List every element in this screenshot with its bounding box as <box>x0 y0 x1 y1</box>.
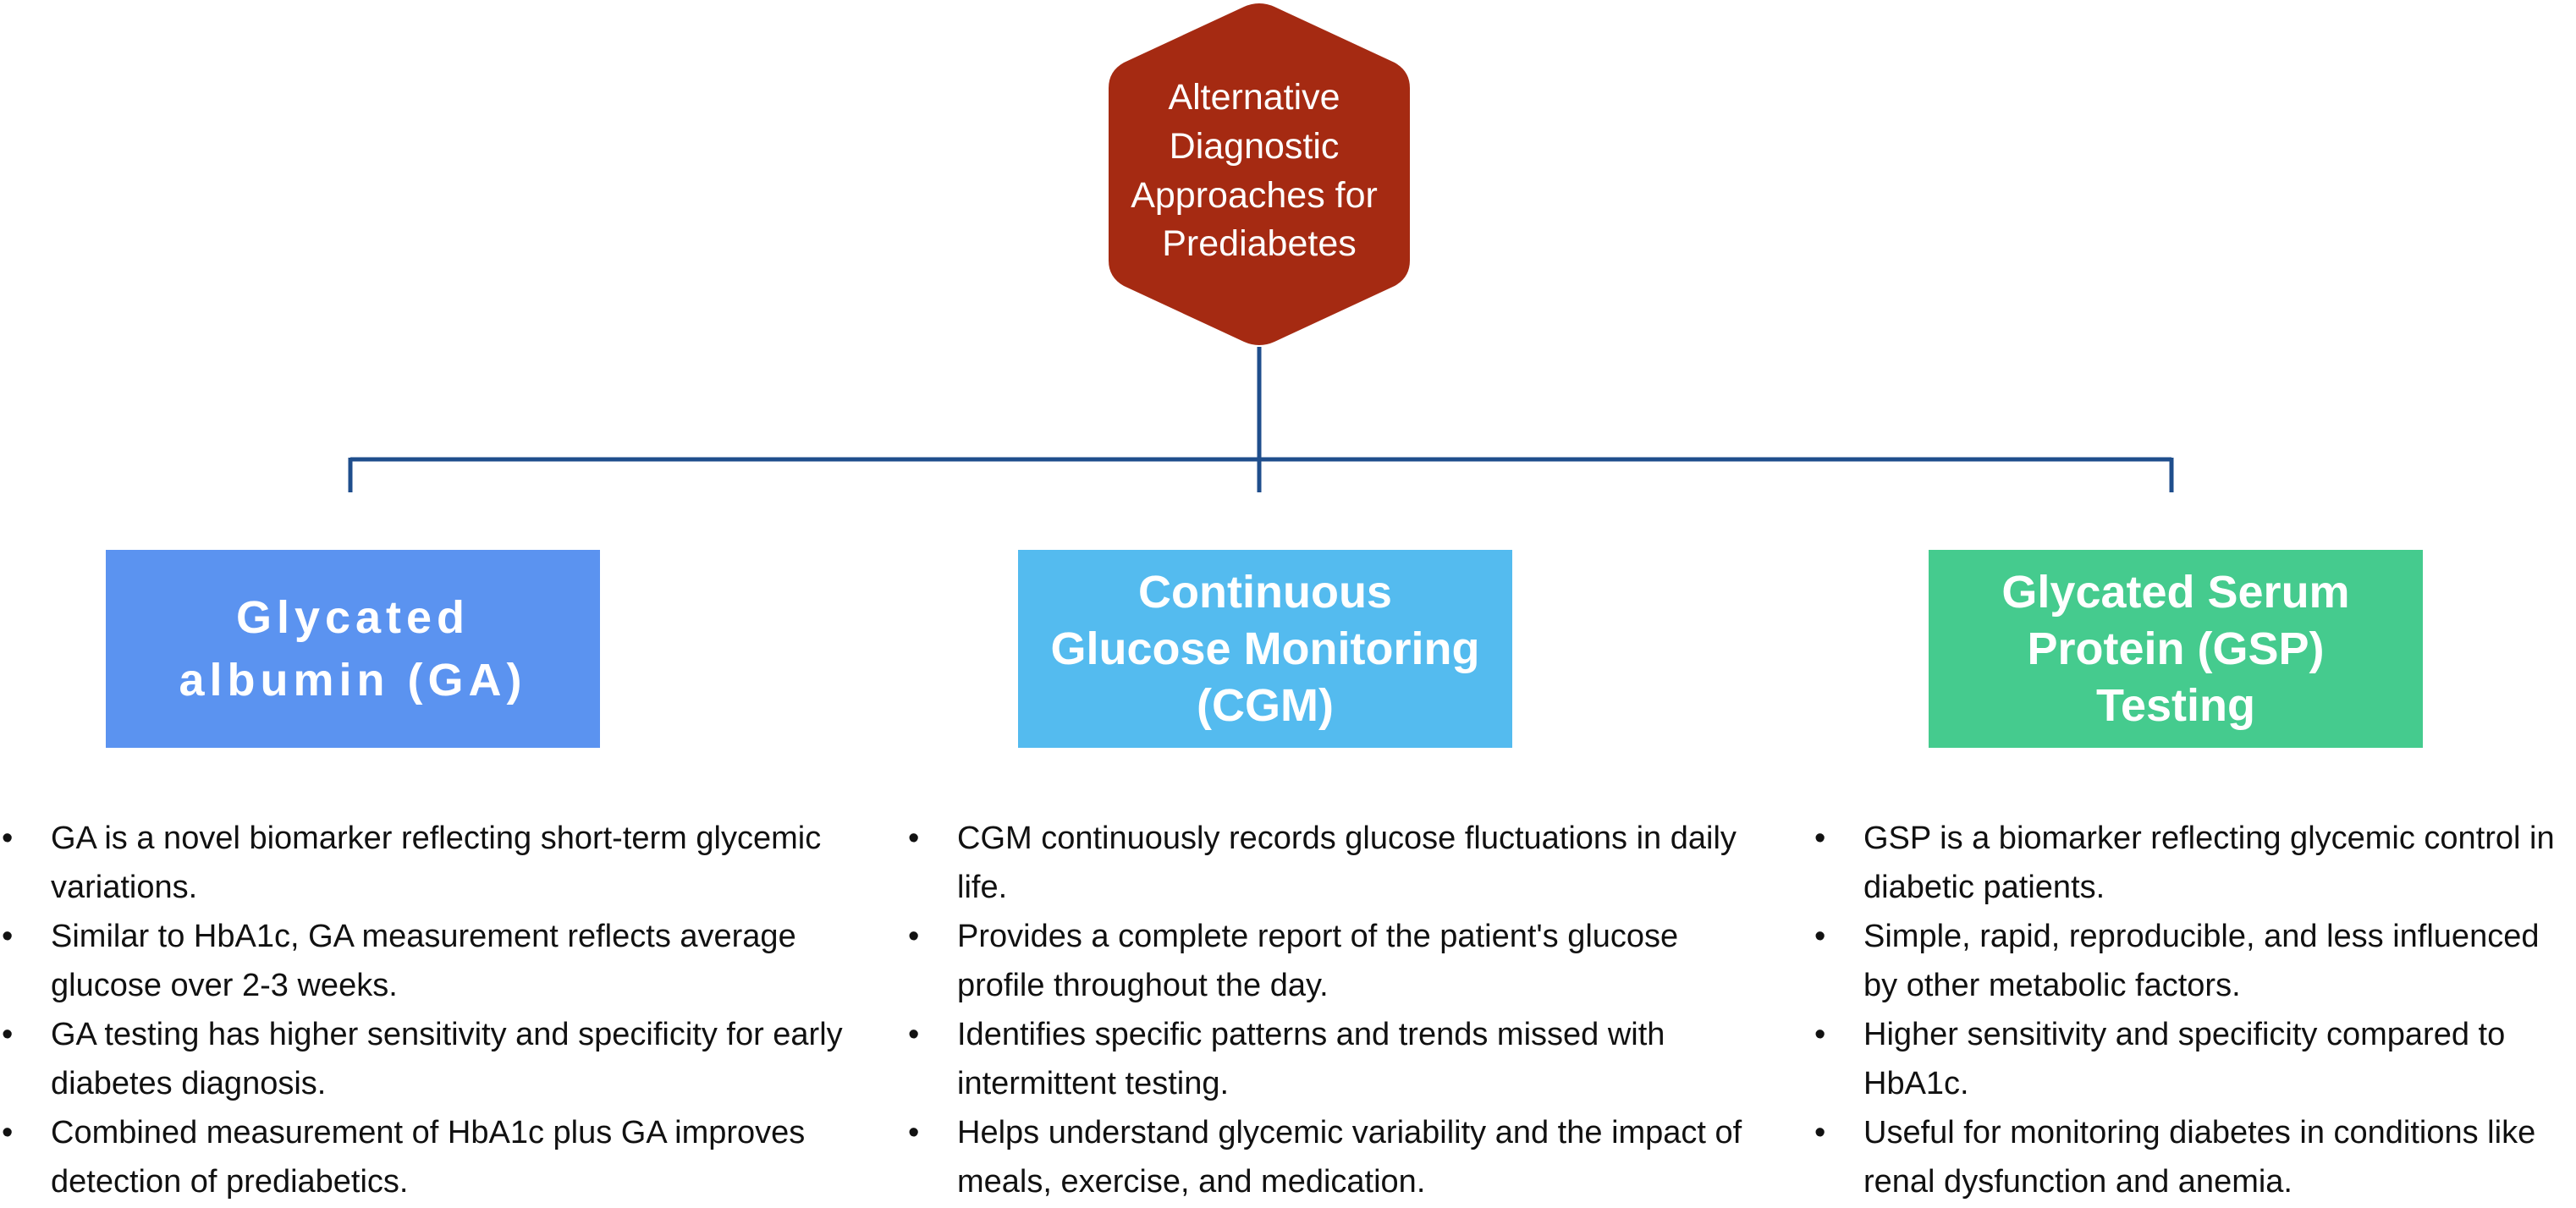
title-line: Approaches for <box>1131 175 1378 216</box>
box-label-line: Testing <box>2095 679 2255 731</box>
title-line: Alternative <box>1168 77 1340 118</box>
tree-connectors <box>348 347 2174 492</box>
list-item: Combined measurement of HbA1c plus GA im… <box>0 1108 863 1206</box>
box-label-line: Continuous <box>1138 566 1392 618</box>
box-label-line: Glycated Serum <box>2001 566 2350 618</box>
list-item: Identifies specific patterns and trends … <box>906 1010 1753 1108</box>
list-item: GSP is a biomarker reflecting glycemic c… <box>1813 814 2574 912</box>
list-item: Higher sensitivity and specificity compa… <box>1813 1010 2574 1108</box>
box-label-line: Glucose Monitoring <box>1050 623 1480 674</box>
box-label-line: (CGM) <box>1197 679 1334 731</box>
cgm-bullet-list: CGM continuously records glucose fluctua… <box>906 814 1753 1206</box>
gsp-bullet-list: GSP is a biomarker reflecting glycemic c… <box>1813 814 2574 1206</box>
list-item: GA testing has higher sensitivity and sp… <box>0 1010 863 1108</box>
cgm-box: Continuous Glucose Monitoring (CGM) <box>1018 550 1512 748</box>
diagram-title: Alternative Diagnostic Approaches for Pr… <box>1131 77 1388 264</box>
list-item: Similar to HbA1c, GA measurement reflect… <box>0 912 863 1010</box>
box-label-line: Protein (GSP) <box>2027 623 2325 674</box>
list-item: CGM continuously records glucose fluctua… <box>906 814 1753 912</box>
list-item: Helps understand glycemic variability an… <box>906 1108 1753 1206</box>
ga-box: Glycated albumin (GA) <box>106 550 600 748</box>
ga-bullet-list: GA is a novel biomarker reflecting short… <box>0 814 863 1206</box>
list-item: Provides a complete report of the patien… <box>906 912 1753 1010</box>
title-hexagon <box>1109 3 1410 345</box>
list-item: GA is a novel biomarker reflecting short… <box>0 814 863 912</box>
title-line: Diagnostic <box>1170 126 1340 167</box>
gsp-box: Glycated Serum Protein (GSP) Testing <box>1929 550 2423 748</box>
list-item: Useful for monitoring diabetes in condit… <box>1813 1108 2574 1206</box>
list-item: Simple, rapid, reproducible, and less in… <box>1813 912 2574 1010</box>
box-label-line: Glycated <box>235 592 471 643</box>
title-line: Prediabetes <box>1162 223 1357 264</box>
box-label-line: albumin (GA) <box>179 655 527 706</box>
